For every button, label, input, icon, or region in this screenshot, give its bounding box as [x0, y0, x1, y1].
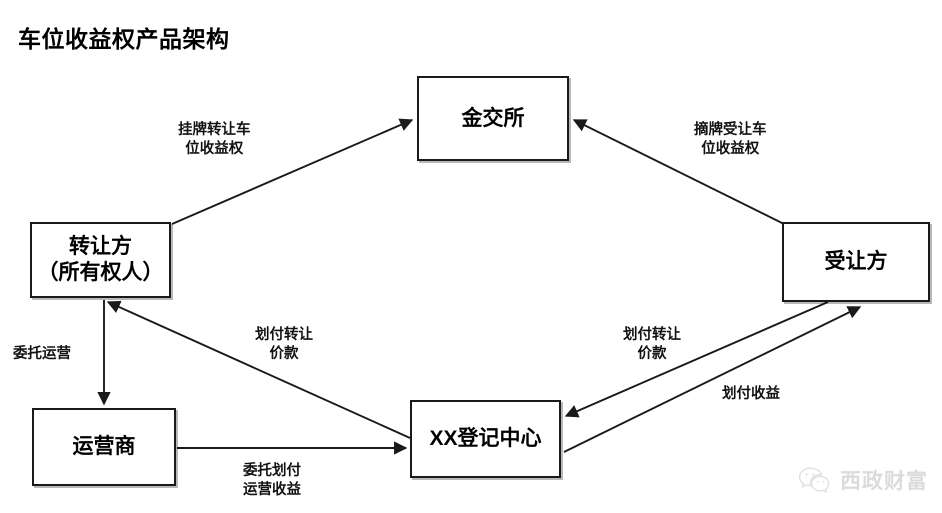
node-transferor[interactable]: 转让方 （所有权人） [30, 222, 171, 298]
watermark-text: 西政财富 [840, 470, 928, 493]
node-transferor-label-line2: （所有权人） [37, 261, 164, 284]
edge-label-pay-price-left: 划付转让 价款 [255, 326, 313, 364]
edge-transferee-to-registry [564, 301, 829, 418]
node-operator[interactable]: 运营商 [32, 408, 176, 486]
edge-registry-to-transferor [106, 300, 411, 439]
watermark: 西政财富 [798, 465, 928, 495]
node-registry[interactable]: XX登记中心 [410, 400, 561, 478]
edge-label-delisting-acquire-line2: 位收益权 [701, 141, 760, 158]
node-transferor-label-line1: 转让方 [69, 235, 132, 259]
node-registry-label: XX登记中心 [429, 427, 542, 451]
edge-label-pay-price-left-line2: 价款 [269, 346, 299, 363]
edge-transferor-to-exchange [171, 118, 414, 225]
edge-label-entrusted-pay-revenue: 委托划付 运营收益 [243, 462, 301, 500]
wechat-icon [798, 467, 830, 494]
node-exchange-label: 金交所 [461, 106, 525, 130]
edge-transferee-to-exchange [572, 119, 785, 225]
node-transferee-label: 受让方 [824, 250, 888, 274]
edge-registry-to-transferee [563, 306, 862, 453]
edge-label-delisting-acquire: 摘牌受让车 位收益权 [694, 121, 767, 159]
edge-label-pay-revenue: 划付收益 [722, 385, 780, 404]
page-title: 车位收益权产品架构 [18, 26, 230, 52]
node-operator-label: 运营商 [72, 435, 136, 459]
edge-label-listing-transfer: 挂牌转让车 位收益权 [178, 121, 251, 159]
edge-label-listing-transfer-line1: 挂牌转让车 [178, 122, 251, 138]
edge-label-entrusted-operation-line1: 委托运营 [13, 346, 71, 362]
edge-label-delisting-acquire-line1: 摘牌受让车 [694, 122, 767, 138]
edge-label-pay-price-left-line1: 划付转让 [255, 327, 313, 343]
edge-label-listing-transfer-line2: 位收益权 [185, 141, 244, 158]
node-transferee[interactable]: 受让方 [782, 222, 930, 302]
edge-label-pay-price-right-line2: 价款 [637, 346, 667, 363]
edge-label-pay-revenue-line1: 划付收益 [722, 386, 780, 402]
edge-label-entrusted-pay-revenue-line1: 委托划付 [243, 463, 301, 479]
edge-label-entrusted-pay-revenue-line2: 运营收益 [243, 482, 301, 499]
edge-label-entrusted-operation: 委托运营 [13, 345, 71, 364]
edge-label-pay-price-right: 划付转让 价款 [623, 326, 681, 364]
node-exchange[interactable]: 金交所 [417, 76, 569, 161]
edge-label-pay-price-right-line1: 划付转让 [623, 327, 681, 343]
